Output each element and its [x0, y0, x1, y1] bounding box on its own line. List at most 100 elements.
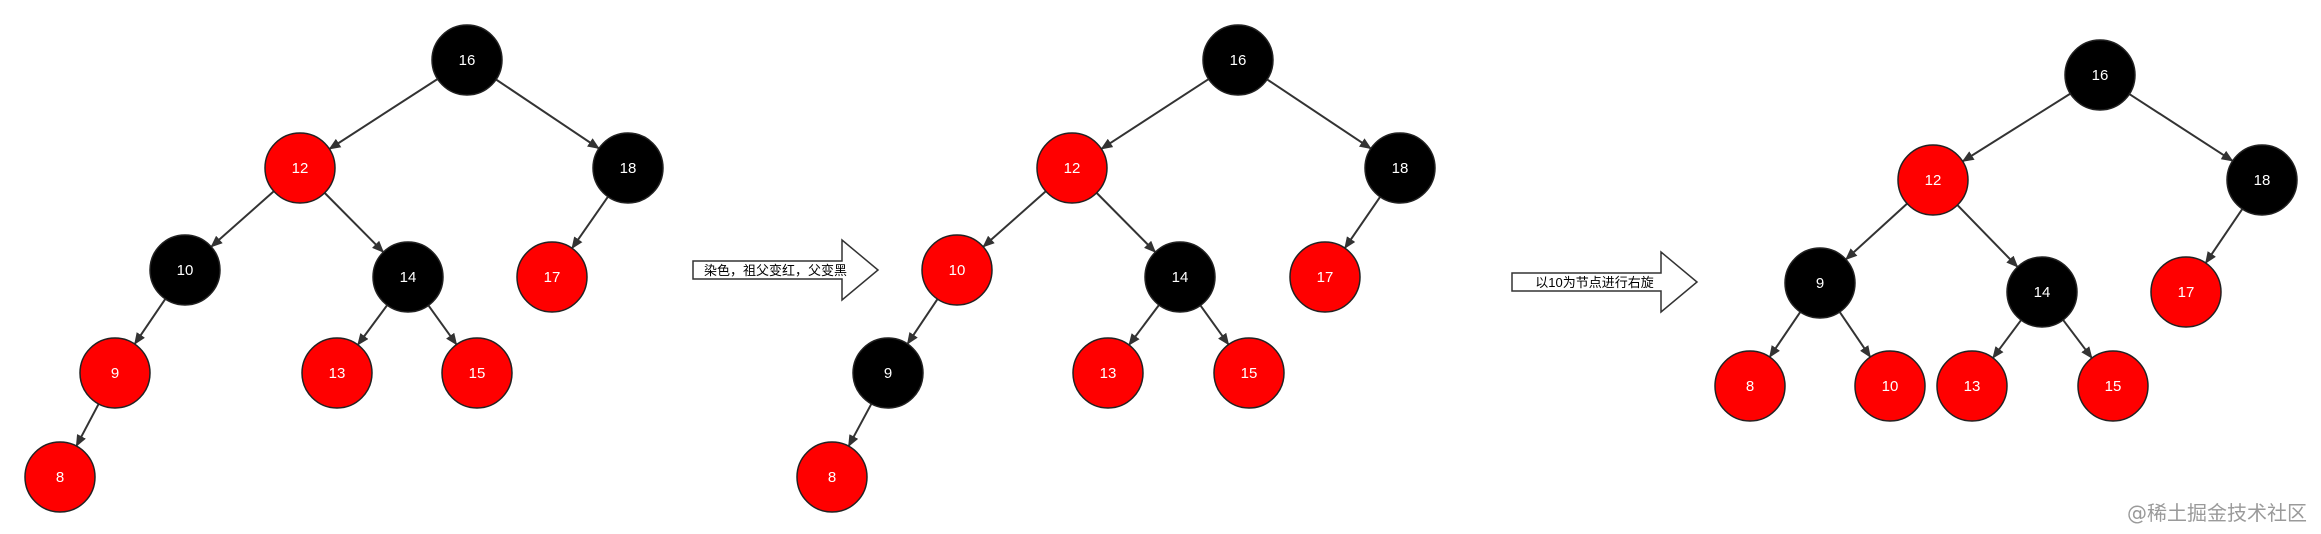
node-circle	[264, 132, 336, 204]
tree-node-before-12: 12	[264, 132, 336, 204]
node-label: 18	[620, 160, 637, 177]
edge-rotated-n14-n15	[2062, 319, 2093, 359]
node-label: 12	[1064, 160, 1081, 177]
node-label: 12	[292, 160, 309, 177]
node-circle	[592, 132, 664, 204]
tree-node-rotated-9: 9	[1784, 247, 1856, 319]
node-label: 13	[1964, 378, 1981, 395]
node-circle	[921, 234, 993, 306]
edge-before-n14-n13	[357, 304, 388, 346]
node-label: 14	[2034, 284, 2051, 301]
node-label: 14	[400, 269, 417, 286]
tree-node-before-10: 10	[149, 234, 221, 306]
edge-before-n12-n14	[323, 192, 385, 253]
tree-node-before-9: 9	[79, 337, 151, 409]
edge-recolored-n16-n12	[1100, 78, 1210, 150]
tree-node-rotated-10: 10	[1854, 350, 1926, 422]
node-label: 16	[459, 52, 476, 69]
tree-node-before-15: 15	[441, 337, 513, 409]
node-circle	[2064, 39, 2136, 111]
node-label: 8	[828, 469, 836, 486]
tree-node-before-17: 17	[516, 241, 588, 313]
tree-node-before-18: 18	[592, 132, 664, 204]
tree-node-rotated-8: 8	[1714, 350, 1786, 422]
edge-before-n10-n9	[133, 298, 167, 345]
node-label: 10	[177, 262, 194, 279]
edge-rotated-n9-n8	[1768, 311, 1802, 358]
edge-recolored-n12-n14	[1095, 192, 1157, 253]
node-label: 17	[1317, 269, 1334, 286]
tree-node-before-8: 8	[24, 441, 96, 513]
step-arrow-label: 以10为节点进行右旋	[1535, 275, 1653, 290]
node-circle	[1213, 337, 1285, 409]
node-circle	[796, 441, 868, 513]
edge-rotated-n9-n10	[1838, 311, 1872, 358]
node-label: 15	[1241, 365, 1258, 382]
node-label: 16	[1230, 52, 1247, 69]
node-label: 18	[1392, 160, 1409, 177]
nodes-layer: 16 12 18 10 14 17 9 13 15 8 16 12 18 10 14 17 9 13 15 8 16 12…	[24, 24, 2298, 513]
node-circle	[1897, 144, 1969, 216]
node-circle	[301, 337, 373, 409]
node-circle	[1854, 350, 1926, 422]
tree-node-recolored-15: 15	[1213, 337, 1285, 409]
edge-recolored-n16-n18	[1266, 78, 1372, 150]
node-circle	[1936, 350, 2008, 422]
node-label: 12	[1925, 172, 1942, 189]
tree-node-rotated-16: 16	[2064, 39, 2136, 111]
edge-rotated-n18-n17	[2204, 208, 2244, 264]
tree-node-rotated-13: 13	[1936, 350, 2008, 422]
node-circle	[1202, 24, 1274, 96]
node-label: 9	[111, 365, 119, 382]
node-label: 8	[1746, 378, 1754, 395]
edge-recolored-n12-n10	[982, 190, 1047, 248]
step-arrow-step2: 以10为节点进行右旋	[1511, 250, 1699, 314]
node-circle	[1289, 241, 1361, 313]
edges-layer	[75, 78, 2244, 448]
node-circle	[1072, 337, 1144, 409]
node-circle	[1364, 132, 1436, 204]
node-label: 8	[56, 469, 64, 486]
edge-before-n9-n8	[75, 403, 100, 447]
tree-node-recolored-16: 16	[1202, 24, 1274, 96]
node-circle	[1036, 132, 1108, 204]
node-label: 17	[544, 269, 561, 286]
tree-node-rotated-18: 18	[2226, 144, 2298, 216]
tree-node-recolored-12: 12	[1036, 132, 1108, 204]
node-label: 15	[2105, 378, 2122, 395]
tree-node-before-14: 14	[372, 241, 444, 313]
node-circle	[2006, 256, 2078, 328]
edge-before-n18-n17	[571, 196, 609, 250]
edge-recolored-n9-n8	[847, 403, 873, 448]
tree-node-recolored-8: 8	[796, 441, 868, 513]
node-circle	[1784, 247, 1856, 319]
tree-node-before-13: 13	[301, 337, 373, 409]
node-circle	[1144, 241, 1216, 313]
edge-rotated-n12-n14	[1956, 204, 2019, 268]
tree-node-rotated-15: 15	[2077, 350, 2149, 422]
node-circle	[79, 337, 151, 409]
node-circle	[441, 337, 513, 409]
watermark: @稀土掘金技术社区	[2127, 501, 2307, 525]
node-circle	[516, 241, 588, 313]
tree-node-recolored-18: 18	[1364, 132, 1436, 204]
tree-node-rotated-12: 12	[1897, 144, 1969, 216]
edge-rotated-n16-n12	[1961, 92, 2071, 163]
tree-node-recolored-9: 9	[852, 337, 924, 409]
node-circle	[2226, 144, 2298, 216]
tree-node-recolored-13: 13	[1072, 337, 1144, 409]
tree-node-rotated-17: 17	[2150, 256, 2222, 328]
edge-rotated-n12-n9	[1845, 202, 1908, 261]
node-label: 10	[949, 262, 966, 279]
node-circle	[1714, 350, 1786, 422]
edge-before-n16-n18	[495, 78, 600, 150]
edge-recolored-n18-n17	[1344, 196, 1381, 249]
edge-recolored-n14-n13	[1128, 304, 1160, 346]
node-circle	[852, 337, 924, 409]
step-arrow-shape	[1511, 250, 1699, 314]
edge-recolored-n14-n15	[1199, 304, 1230, 346]
node-label: 17	[2178, 284, 2195, 301]
step-arrow-step1: 染色，祖父变红，父变黑	[692, 238, 880, 302]
node-circle	[2150, 256, 2222, 328]
